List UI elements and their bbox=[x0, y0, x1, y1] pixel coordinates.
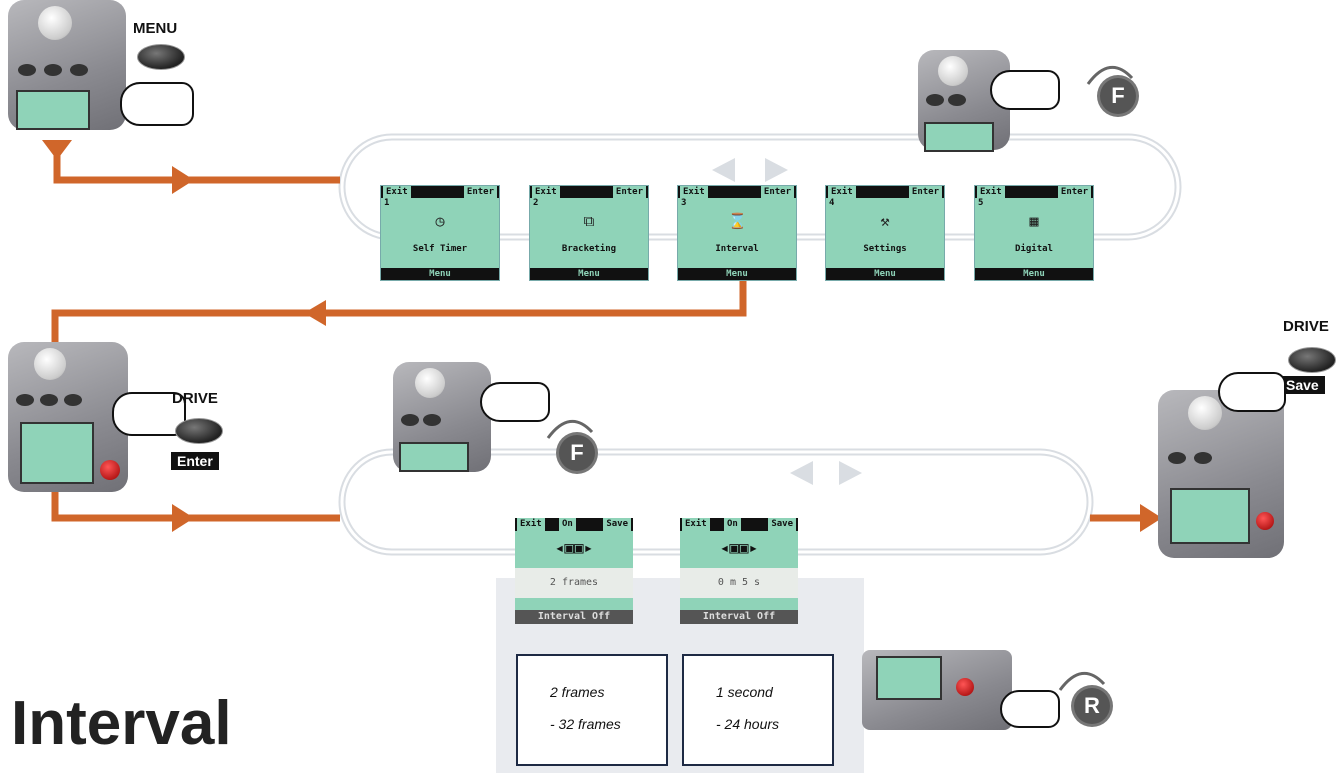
exit-label: Exit bbox=[828, 186, 856, 198]
save-label: Save bbox=[768, 518, 796, 531]
interval-status: Interval Off bbox=[515, 610, 633, 624]
menu-bottom-label: Menu bbox=[530, 268, 648, 280]
gear-r-icon[interactable]: R bbox=[1074, 688, 1110, 724]
interval-icon: ◂▣▣▸ bbox=[719, 538, 759, 557]
screen-number: 2 bbox=[533, 198, 539, 208]
rotate-arrow-icon bbox=[1086, 66, 1134, 85]
exit-label: Exit bbox=[383, 186, 411, 198]
menu-button[interactable] bbox=[137, 44, 185, 70]
menu-option-label: Interval bbox=[715, 244, 759, 254]
menu-bottom-label: Menu bbox=[826, 268, 944, 280]
exit-label: Exit bbox=[680, 186, 708, 198]
menu-option-icon: ▦ bbox=[1029, 212, 1039, 230]
menu-option-label: Digital bbox=[1015, 244, 1053, 254]
menu-option-icon: ⧉ bbox=[583, 212, 595, 230]
interval-value: 0 m 5 s bbox=[680, 568, 798, 598]
exit-label: Exit bbox=[682, 518, 710, 531]
hand-icon bbox=[112, 392, 186, 436]
menu-option-label: Bracketing bbox=[561, 244, 617, 254]
hand-icon bbox=[1000, 690, 1060, 728]
save-badge: Save bbox=[1280, 376, 1325, 394]
menu-bottom-label: Menu bbox=[678, 268, 796, 280]
rotate-arrow-icon bbox=[1058, 672, 1106, 691]
camera-r bbox=[862, 650, 1012, 730]
camera-f-mid bbox=[393, 362, 491, 472]
enter-label: Enter bbox=[908, 186, 942, 198]
range-min: 2 frames bbox=[550, 684, 605, 700]
bottom-left-arrow-icon bbox=[790, 461, 813, 485]
exit-label: Exit bbox=[532, 186, 560, 198]
range-max: - 24 hours bbox=[716, 716, 780, 732]
arrow-menu-to-loop bbox=[53, 142, 340, 184]
drive-label: DRIVE bbox=[172, 390, 218, 407]
interval-value: 2 frames bbox=[515, 568, 633, 598]
on-label: On bbox=[724, 518, 741, 531]
save-label: Save bbox=[603, 518, 631, 531]
gear-f-icon[interactable]: F bbox=[559, 435, 595, 471]
bottom-right-arrow-icon bbox=[839, 461, 862, 485]
menu-option-icon: ◷ bbox=[435, 212, 445, 230]
top-left-arrow-icon bbox=[712, 158, 735, 182]
menu-label: MENU bbox=[133, 20, 178, 37]
menu-option-label: Settings bbox=[863, 244, 907, 254]
on-label: On bbox=[559, 518, 576, 531]
camera-save bbox=[1158, 390, 1284, 558]
hand-icon bbox=[990, 70, 1060, 110]
camera-f-top bbox=[918, 50, 1010, 152]
hand-icon bbox=[1218, 372, 1286, 412]
menu-option-icon: ⌛ bbox=[728, 212, 747, 230]
drive-save-button[interactable] bbox=[1288, 347, 1336, 373]
range-min: 1 second bbox=[716, 684, 773, 700]
screen-number: 5 bbox=[978, 198, 984, 208]
enter-label: Enter bbox=[1057, 186, 1091, 198]
screen-number: 1 bbox=[384, 198, 390, 208]
menu-option-label: Self Timer bbox=[412, 244, 468, 254]
drive-save-label: DRIVE bbox=[1283, 318, 1329, 335]
screen-number: 3 bbox=[681, 198, 687, 208]
menu-bottom-label: Menu bbox=[381, 268, 499, 280]
range-box: 1 second - 24 hours bbox=[682, 654, 834, 766]
hand-icon bbox=[480, 382, 550, 422]
enter-label: Enter bbox=[760, 186, 794, 198]
gear-f-icon[interactable]: F bbox=[1100, 78, 1136, 114]
page-title: Interval bbox=[11, 689, 232, 758]
camera-menu bbox=[8, 0, 126, 130]
interval-status: Interval Off bbox=[680, 610, 798, 624]
enter-badge: Enter bbox=[171, 452, 219, 470]
interval-icon: ◂▣▣▸ bbox=[554, 538, 594, 557]
drive-button[interactable] bbox=[175, 418, 223, 444]
range-max: - 32 frames bbox=[550, 716, 621, 732]
menu-option-icon: ⚒ bbox=[880, 212, 890, 230]
hand-icon bbox=[120, 82, 194, 126]
menu-bottom-label: Menu bbox=[975, 268, 1093, 280]
camera-drive-enter bbox=[8, 342, 128, 492]
range-box: 2 frames - 32 frames bbox=[516, 654, 668, 766]
rotate-arrow-icon bbox=[546, 420, 594, 439]
exit-label: Exit bbox=[977, 186, 1005, 198]
interval-screen: Exit On Save ◂▣▣▸ 0 m 5 s Interval Off bbox=[680, 518, 798, 624]
arrow-interval-to-drive bbox=[51, 276, 747, 360]
exit-label: Exit bbox=[517, 518, 545, 531]
arrow-drive-to-loop bbox=[51, 490, 340, 522]
enter-label: Enter bbox=[612, 186, 646, 198]
enter-label: Enter bbox=[463, 186, 497, 198]
top-right-arrow-icon bbox=[765, 158, 788, 182]
screen-number: 4 bbox=[829, 198, 835, 208]
